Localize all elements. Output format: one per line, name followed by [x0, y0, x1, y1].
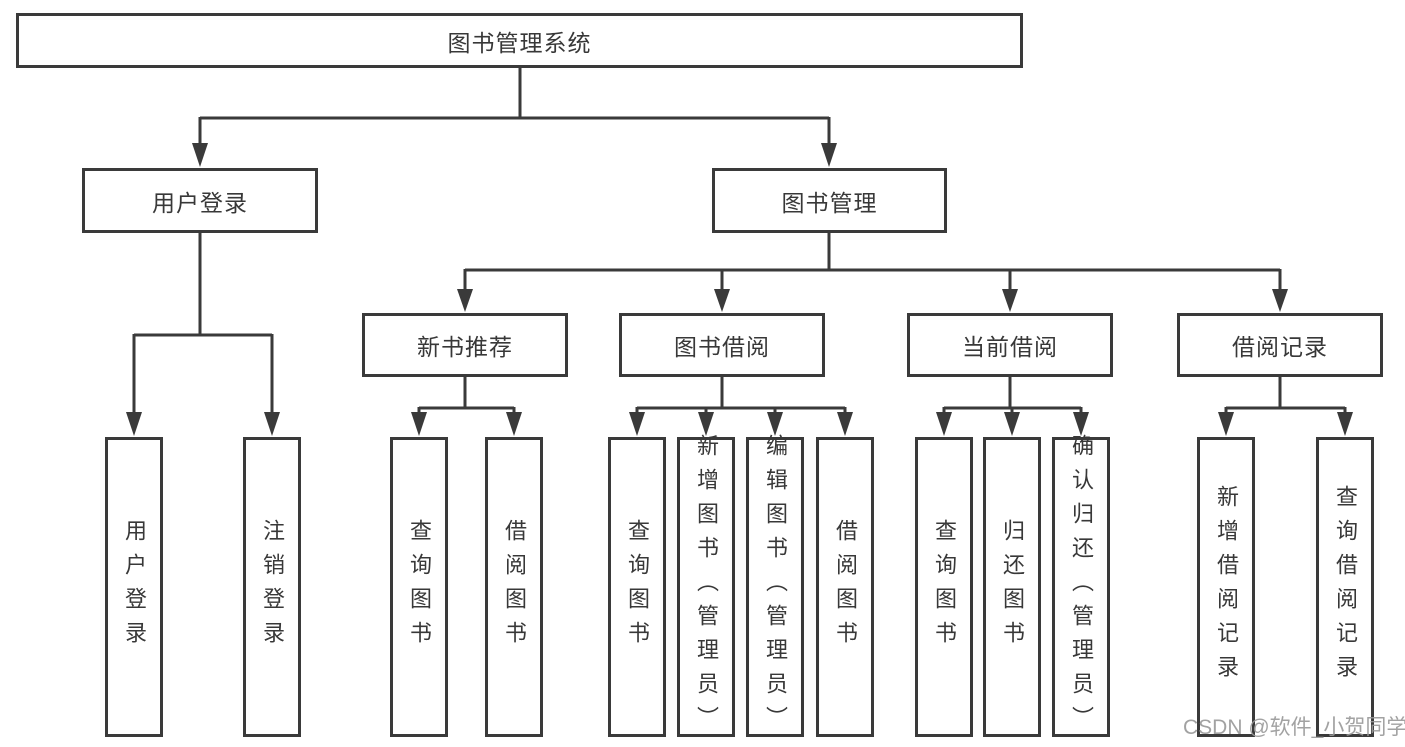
- node-label: 借阅图书: [502, 519, 527, 655]
- node-current-borrowing: 当前借阅: [907, 313, 1113, 377]
- node-label: 借阅图书: [833, 519, 858, 655]
- leaf-add-books-admin: 新增图书（管理员）: [677, 434, 735, 740]
- node-label: 当前借阅: [962, 334, 1058, 360]
- node-book-borrowing: 图书借阅: [619, 313, 825, 377]
- leaf-borrow-books-recommend: 借阅图书: [485, 437, 543, 737]
- node-label: 图书管理: [781, 189, 878, 216]
- leaf-query-books-recommend: 查询图书: [390, 437, 448, 737]
- leaf-query-borrow-record: 查询借阅记录: [1316, 437, 1374, 737]
- node-label: 用户登录: [122, 519, 147, 655]
- node-label: 图书借阅: [674, 334, 770, 360]
- node-label: 查询借阅记录: [1333, 485, 1358, 689]
- node-label: 注销登录: [260, 519, 285, 655]
- node-book-management: 图书管理: [712, 168, 947, 233]
- node-label: 图书管理系统: [447, 29, 592, 56]
- node-label: 确认归还（管理员）: [1069, 434, 1094, 740]
- leaf-return-books: 归还图书: [983, 437, 1041, 737]
- leaf-query-books-borrowing: 查询图书: [608, 437, 666, 737]
- leaf-query-books-current: 查询图书: [915, 437, 973, 737]
- leaf-edit-books-admin: 编辑图书（管理员）: [746, 434, 804, 740]
- leaf-add-borrow-record: 新增借阅记录: [1197, 437, 1255, 737]
- node-user-login: 用户登录: [82, 168, 318, 233]
- node-new-book-recommendation: 新书推荐: [362, 313, 568, 377]
- leaf-borrow-books: 借阅图书: [816, 437, 874, 737]
- node-label: 新增借阅记录: [1214, 485, 1239, 689]
- leaf-logout: 注销登录: [243, 437, 301, 737]
- leaf-user-login: 用户登录: [105, 437, 163, 737]
- node-label: 查询图书: [625, 519, 650, 655]
- csdn-watermark: CSDN @软件_小贺同学: [1183, 716, 1405, 739]
- node-label: 新增图书（管理员）: [694, 434, 719, 740]
- node-label: 归还图书: [1000, 519, 1025, 655]
- node-label: 用户登录: [152, 189, 248, 216]
- node-label: 借阅记录: [1232, 334, 1328, 360]
- node-label: 查询图书: [932, 519, 957, 655]
- node-borrowing-records: 借阅记录: [1177, 313, 1383, 377]
- leaf-confirm-return-admin: 确认归还（管理员）: [1052, 434, 1110, 740]
- node-label: 编辑图书（管理员）: [763, 434, 788, 740]
- node-library-management-system: 图书管理系统: [16, 13, 1023, 68]
- node-label: 新书推荐: [417, 334, 513, 360]
- node-label: 查询图书: [407, 519, 432, 655]
